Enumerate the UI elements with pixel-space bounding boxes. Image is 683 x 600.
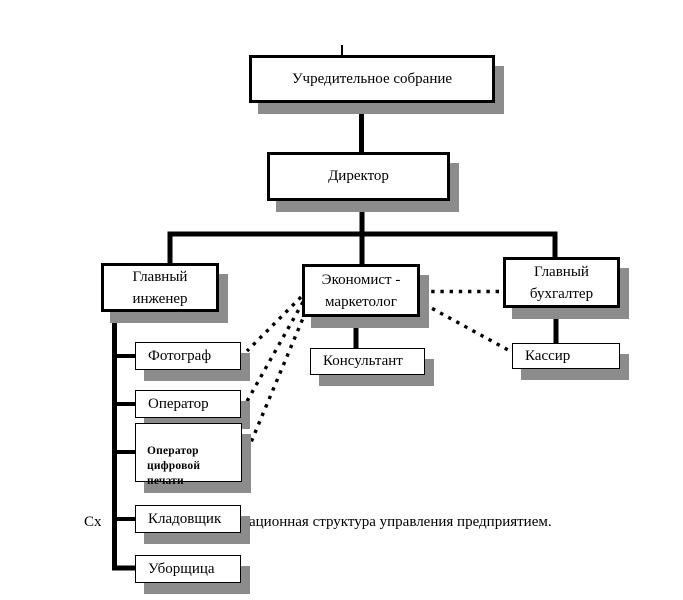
node-chief-engineer: Главный инженер [101, 263, 219, 312]
node-operator-label: Оператор [148, 395, 209, 412]
node-chief-accountant: Главный бухгалтер [503, 257, 620, 308]
node-operator: Оператор [135, 390, 241, 418]
node-chief-engineer-label: Главный инженер [132, 268, 188, 307]
node-cleaner: Уборщица [135, 555, 241, 583]
node-storekeeper-label: Кладовщик [148, 510, 222, 527]
node-storekeeper: Кладовщик [135, 505, 241, 533]
dotted-economist-operator [244, 301, 305, 404]
node-photographer-label: Фотограф [148, 347, 212, 364]
node-founders-meeting: Учредительное собрание [249, 55, 495, 103]
node-economist-marketer: Экономист - маркетолог [302, 264, 420, 317]
node-consultant-label: Консультант [323, 353, 403, 369]
caption-suffix: ационная структура управления предприяти… [249, 514, 552, 530]
dotted-economist-cashier [423, 302, 511, 353]
node-digital-print-operator-label: Оператор цифровой печати [147, 445, 201, 487]
node-cashier: Кассир [512, 343, 620, 369]
node-economist-marketer-label: Экономист - маркетолог [321, 271, 401, 310]
caption-prefix: Сх [84, 514, 102, 530]
node-chief-accountant-label: Главный бухгалтер [529, 263, 594, 302]
node-photographer: Фотограф [135, 342, 241, 370]
node-digital-print-operator: Оператор цифровой печати [135, 423, 242, 487]
node-cashier-label: Кассир [525, 347, 571, 364]
node-founders-meeting-label: Учредительное собрание [291, 70, 453, 87]
dotted-economist-digital-print [242, 310, 308, 460]
dotted-economist-photographer [245, 295, 303, 353]
node-consultant: Консультант [310, 348, 425, 375]
node-director-label: Директор [328, 168, 389, 184]
engineer-trunk [112, 311, 136, 571]
figure-caption: Сх ационная структура управления предпри… [0, 512, 683, 534]
node-director: Директор [267, 152, 450, 201]
node-cleaner-label: Уборщица [148, 560, 215, 577]
